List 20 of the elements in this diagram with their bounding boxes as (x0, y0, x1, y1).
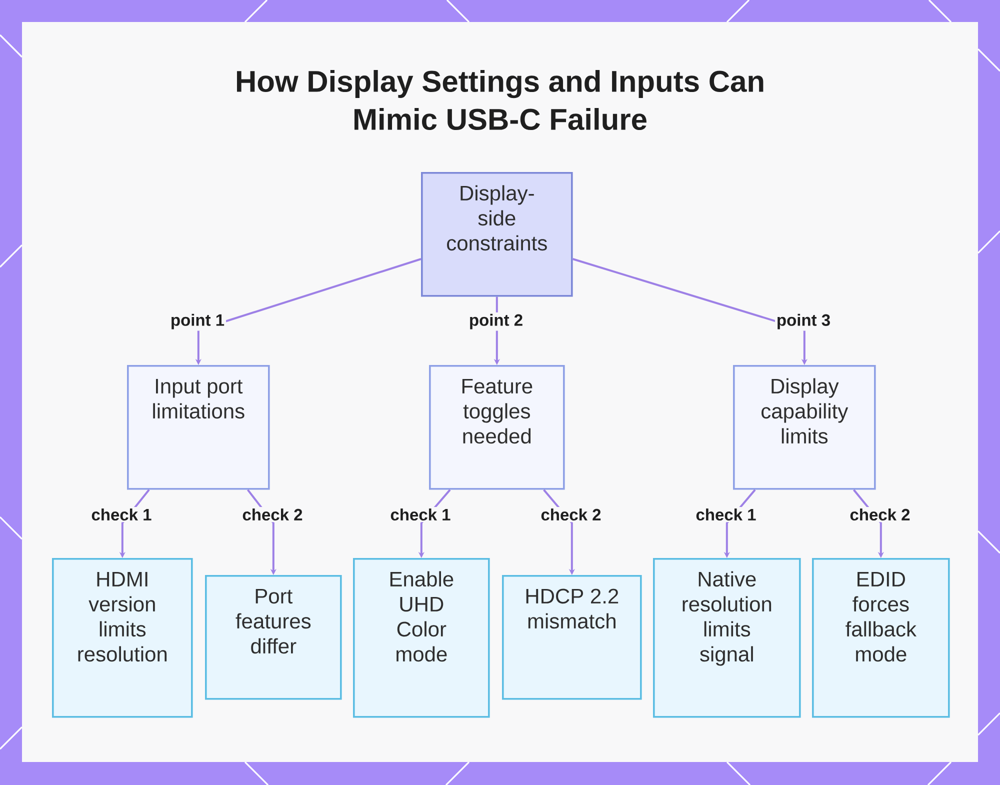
edge-label: check 1 (90, 506, 154, 522)
edge-label: check 2 (539, 506, 603, 522)
edge-label: point 3 (774, 312, 832, 331)
edge-label: check 1 (694, 506, 758, 522)
root-box: Display-side constraints (421, 172, 573, 297)
detail-box: Native resolution limits signal (653, 558, 801, 718)
title: How Display Settings and Inputs Can Mimic USB-C Failure (236, 70, 764, 130)
edge-label: point 1 (168, 312, 226, 331)
topic-box: Display capability limits (733, 365, 876, 490)
detail-box: EDID forces fallback mode (812, 558, 950, 718)
edge-label: point 2 (467, 312, 525, 331)
edge-label: check 2 (240, 506, 304, 522)
detail-box: Port features differ (205, 575, 342, 700)
detail-box: HDMI version limits resolution (52, 558, 193, 718)
detail-box: HDCP 2.2 mismatch (502, 575, 642, 700)
edge-label: check 2 (848, 506, 912, 522)
edge-label: check 1 (388, 506, 452, 522)
detail-box: Enable UHD Color mode (353, 558, 490, 718)
topic-box: Input port limitations (127, 365, 270, 490)
topic-box: Feature toggles needed (429, 365, 565, 490)
